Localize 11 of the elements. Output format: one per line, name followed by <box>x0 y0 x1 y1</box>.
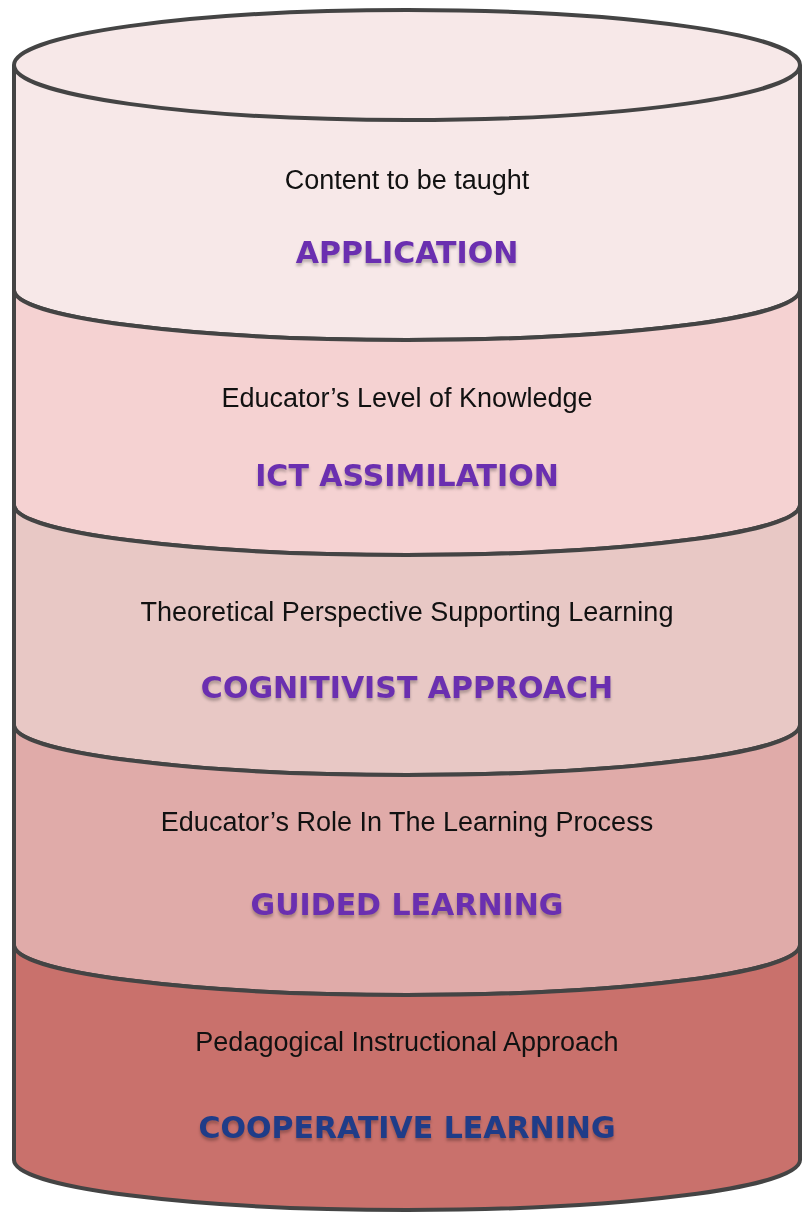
layer-description: Educator’s Role In The Learning Process <box>160 807 654 838</box>
layer-heading: APPLICATION <box>295 235 519 270</box>
layer-description: Content to be taught <box>284 165 530 196</box>
layer-heading: COOPERATIVE LEARNING <box>198 1110 616 1145</box>
layer-heading: ICT ASSIMILATION <box>255 458 559 493</box>
cylinder-layer <box>12 945 802 1212</box>
layer-description: Pedagogical Instructional Approach <box>195 1027 619 1058</box>
layer-description: Theoretical Perspective Supporting Learning <box>140 597 674 628</box>
layer-heading: COGNITIVIST APPROACH <box>200 670 614 705</box>
layer-description: Educator’s Level of Knowledge <box>221 383 593 414</box>
layer-heading: GUIDED LEARNING <box>250 887 564 922</box>
